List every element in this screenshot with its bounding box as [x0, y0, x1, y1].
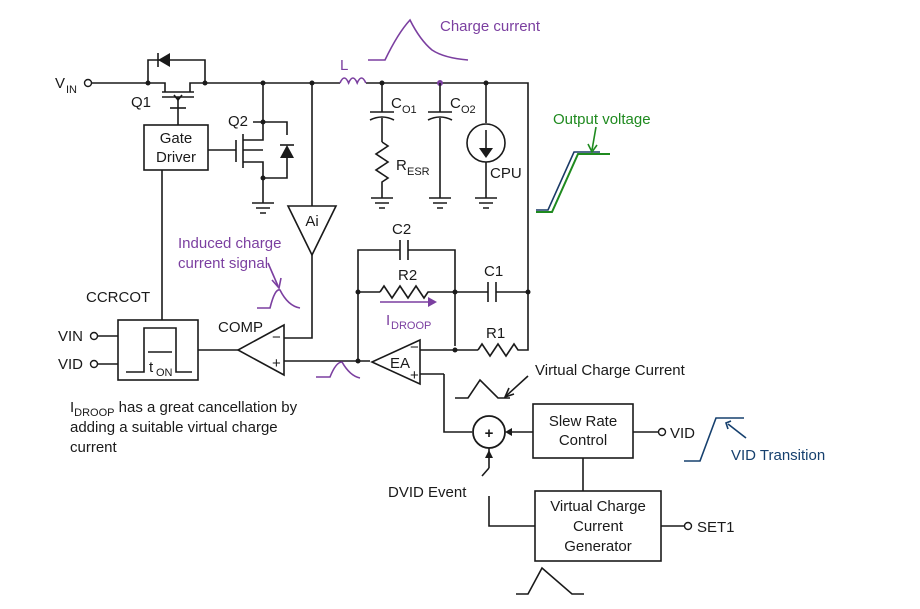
summing-junction: +: [472, 415, 506, 449]
set1-terminal: SET1: [661, 519, 735, 536]
svg-text:VID Transition: VID Transition: [731, 447, 825, 464]
svg-text:Virtual Charge Current: Virtual Charge Current: [535, 362, 686, 379]
ground-co1: [371, 197, 393, 209]
svg-text:VID: VID: [670, 425, 695, 442]
capacitor-co1: C O1: [369, 80, 417, 142]
svg-text:Gate: Gate: [160, 130, 193, 147]
vid-right-terminal: VID: [633, 425, 695, 442]
svg-text:IDROOP has a great cancellatio: IDROOP has a great cancellation by: [70, 399, 298, 419]
svg-text:Q1: Q1: [131, 94, 151, 111]
ccrcot-label: CCRCOT: [86, 289, 150, 306]
svg-text:C: C: [391, 95, 402, 112]
vin-top-terminal: V IN: [55, 75, 93, 96]
induced-signal-label: Induced charge current signal: [178, 235, 301, 309]
q1-mosfet: Q1: [131, 53, 208, 111]
svg-text:Output voltage: Output voltage: [553, 111, 651, 128]
idroop-note: IDROOP has a great cancellation by addin…: [70, 399, 298, 456]
svg-text:ON: ON: [156, 367, 173, 379]
generator-waveform: [516, 566, 584, 595]
gate-driver-block: Gate Driver: [143, 124, 209, 171]
svg-text:C: C: [450, 95, 461, 112]
svg-text:O2: O2: [461, 104, 476, 116]
svg-text:V: V: [55, 75, 65, 92]
svg-text:+: +: [410, 367, 419, 384]
svg-text:DROOP: DROOP: [391, 320, 431, 332]
svg-text:C2: C2: [392, 221, 411, 238]
svg-text:−: −: [272, 329, 281, 346]
svg-text:EA: EA: [390, 355, 410, 372]
svg-text:+: +: [272, 355, 281, 372]
top-rail-right: [366, 82, 529, 346]
ai-amplifier: Ai: [286, 205, 338, 257]
capacitor-c2: C2: [392, 221, 456, 346]
ground-q2: [252, 178, 274, 214]
vid-transition-waveform: VID Transition: [684, 417, 825, 464]
svg-text:current: current: [70, 439, 118, 456]
vin-left-terminal: VIN: [58, 328, 118, 345]
svg-text:Control: Control: [559, 432, 607, 449]
comp-comparator: COMP − +: [218, 319, 285, 377]
capacitor-co2: C O2: [427, 80, 476, 209]
svg-text:O1: O1: [402, 104, 417, 116]
resistor-resr: R ESR: [374, 141, 430, 198]
output-voltage-waveform: Output voltage: [536, 111, 651, 213]
ea-amplifier: EA − +: [370, 338, 421, 386]
svg-text:VID: VID: [58, 356, 83, 373]
capacitor-c1: C1: [455, 263, 531, 302]
svg-text:R1: R1: [486, 325, 505, 342]
inductor-l: L: [339, 57, 367, 86]
svg-text:C1: C1: [484, 263, 503, 280]
svg-text:Current: Current: [573, 518, 624, 535]
dvid-event: DVID Event: [388, 448, 493, 501]
vid-left-terminal: VID: [58, 356, 118, 373]
svg-text:IN: IN: [66, 84, 77, 96]
svg-text:CPU: CPU: [490, 165, 522, 182]
virtual-charge-current-annotation: Virtual Charge Current: [455, 362, 686, 399]
svg-text:Ai: Ai: [305, 213, 318, 230]
svg-text:ESR: ESR: [407, 166, 430, 178]
svg-text:+: +: [485, 425, 494, 442]
svg-text:VIN: VIN: [58, 328, 83, 345]
svg-text:R2: R2: [398, 267, 417, 284]
charge-current-waveform: Charge current: [368, 18, 541, 61]
idroop-arrow: I DROOP: [380, 297, 437, 332]
q2-mosfet: Q2: [228, 80, 294, 181]
virtual-charge-generator-block: Virtual Charge Current Generator: [534, 490, 662, 562]
svg-text:t: t: [149, 359, 154, 376]
slew-rate-control-block: Slew Rate Control: [532, 403, 634, 459]
svg-text:COMP: COMP: [218, 319, 263, 336]
svg-text:adding a suitable virtual char: adding a suitable virtual charge: [70, 419, 278, 436]
svg-text:R: R: [396, 157, 407, 174]
svg-text:current signal: current signal: [178, 255, 268, 272]
svg-text:Slew Rate: Slew Rate: [549, 413, 617, 430]
comp-input-waveform: [316, 361, 361, 379]
svg-text:DVID Event: DVID Event: [388, 484, 467, 501]
ccrcot-block: t ON: [117, 319, 199, 381]
svg-text:Charge current: Charge current: [440, 18, 541, 35]
resistor-r1: R1: [420, 325, 529, 358]
svg-text:Q2: Q2: [228, 113, 248, 130]
svg-text:Virtual Charge: Virtual Charge: [550, 498, 646, 515]
svg-text:Driver: Driver: [156, 149, 196, 166]
svg-text:−: −: [410, 339, 419, 356]
svg-text:Generator: Generator: [564, 538, 632, 555]
svg-text:I: I: [386, 312, 390, 329]
svg-text:L: L: [340, 57, 348, 74]
svg-text:SET1: SET1: [697, 519, 735, 536]
svg-text:Induced charge: Induced charge: [178, 235, 281, 252]
cpu-load: CPU: [466, 80, 522, 209]
resistor-r2: R2: [379, 267, 455, 300]
